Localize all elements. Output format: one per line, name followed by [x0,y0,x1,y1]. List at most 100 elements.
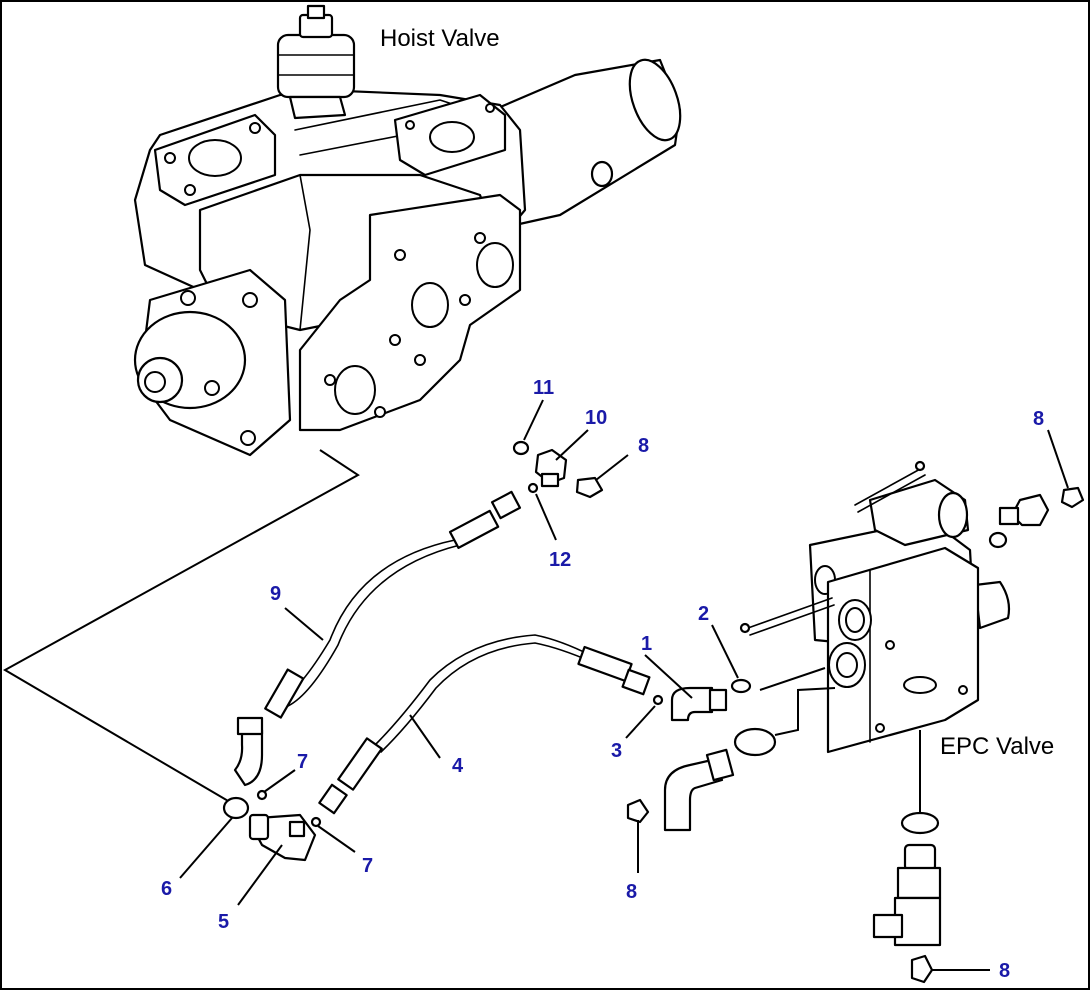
o-ring-3 [652,694,664,706]
hose-9-ferrule-bottom [264,668,305,719]
epc-valve-port-top-inner [845,607,865,633]
hose-9-elbow [233,728,264,787]
hoist-valve-plate-bolt [459,294,471,306]
fitting-group-left [222,789,322,862]
epc-valve-bolt [885,640,895,650]
pressure-switch-hex [896,866,942,900]
leader-11 [523,399,544,441]
hose-4-nut-left [318,783,348,815]
hoist-valve-label: Hoist Valve [380,25,500,52]
pressure-switch-top [903,843,937,872]
plug-8-lower [626,798,650,824]
hose-4-nut-right [621,668,651,696]
fitting-5-nut [248,813,270,841]
hose-4-ferrule-left [337,737,383,791]
epc-valve-side-port [973,580,1011,630]
hoist-valve-bolt [164,152,176,164]
callout-8-bottom: 8 [999,960,1010,982]
callout-2: 2 [698,603,709,625]
hoist-valve-solenoid [276,33,356,99]
leader-10 [555,429,589,461]
hoist-valve-bolt [184,184,196,196]
hoist-valve-flange-hole [429,121,475,153]
epc-valve-bolt [875,723,885,733]
reference-line-epc-lower [774,687,836,736]
o-ring-6 [222,796,250,820]
epc-valve-wire-top [854,467,926,513]
leader-9 [284,607,324,641]
callout-leaders [179,399,1069,971]
hoist-valve-cap-bolt [204,380,220,396]
leader-12 [535,493,557,541]
leader-5 [237,844,283,906]
callout-8-top: 8 [638,435,649,457]
hoist-valve-plate-bolt [374,406,386,418]
hose-9-nut-top [490,490,522,520]
hoist-valve-plate-bolt [389,334,401,346]
callout-6: 6 [161,878,172,900]
epc-valve-port-bottom-inner [836,652,858,678]
reference-line-port-to-seal [2,449,360,806]
hoist-valve-plate-port [476,242,514,288]
callout-1: 1 [641,633,652,655]
o-ring-epc-bottom [900,811,940,835]
fitting-group-lower [626,727,777,832]
hoist-valve-port [590,160,614,188]
hose-4-tube-edge [380,642,593,753]
epc-valve-assembly [739,460,1011,835]
hoist-valve-plate-bolt [474,232,486,244]
leader-4 [409,714,441,759]
hoist-valve-bolt [485,103,495,113]
elbow-1 [670,686,714,722]
leader-6 [179,817,233,879]
callout-5: 5 [218,911,229,933]
hose-9 [233,490,522,787]
hose-4-tube [374,634,591,746]
epc-valve-solenoid-end [937,491,969,539]
reference-line-epc-upper [759,667,826,691]
o-ring-epc-right [988,531,1008,549]
hose-9-tube-edge [287,544,461,707]
hoist-valve-plate-bolt [324,374,336,386]
o-ring-12 [527,482,539,494]
fitting-group-elbow [652,678,752,722]
hoist-valve-cap-bolt [240,430,256,446]
hoist-valve-bolt [249,122,261,134]
hoist-valve-plate-bolt [414,354,426,366]
leader-3 [625,705,656,739]
leader-2 [711,624,739,679]
plug-8-top [575,476,604,499]
o-ring-7-right [310,816,322,828]
fitting-5-port [288,820,306,838]
plug-8-bottom [910,954,934,984]
leader-7b [317,825,356,853]
hoist-valve-end-plug-hole [144,371,166,393]
callout-4: 4 [452,755,464,777]
callout-8-lower: 8 [626,881,637,903]
hoist-valve-solenoid-nut [306,4,326,20]
hoist-valve-plate-bolt [394,249,406,261]
callout-7-lower: 7 [362,855,373,877]
fitting-group-top [512,440,604,499]
hoist-valve-cap-bolt [242,292,258,308]
o-ring-11 [512,440,530,456]
leader-1 [644,654,693,699]
callout-7-upper: 7 [297,751,308,773]
hose-4-ferrule-right [577,645,633,683]
callout-11: 11 [533,377,554,399]
elbow-1-nut [708,688,728,712]
hose-9-nut-bottom [236,716,264,736]
hoist-valve-body-edge [299,174,311,331]
callout-8-right: 8 [1033,408,1044,430]
plug-8-right [1060,486,1085,509]
callout-9: 9 [270,583,281,605]
o-ring-2 [730,678,752,694]
epc-valve-wire-end [914,460,926,472]
callout-3: 3 [611,740,622,762]
hoist-valve-cap-bolt [180,290,196,306]
epc-valve-bolt [958,685,968,695]
hoist-valve-flange-hole [188,139,242,177]
epc-valve-bolt-head [739,622,751,634]
epc-valve-front-block [826,546,980,754]
